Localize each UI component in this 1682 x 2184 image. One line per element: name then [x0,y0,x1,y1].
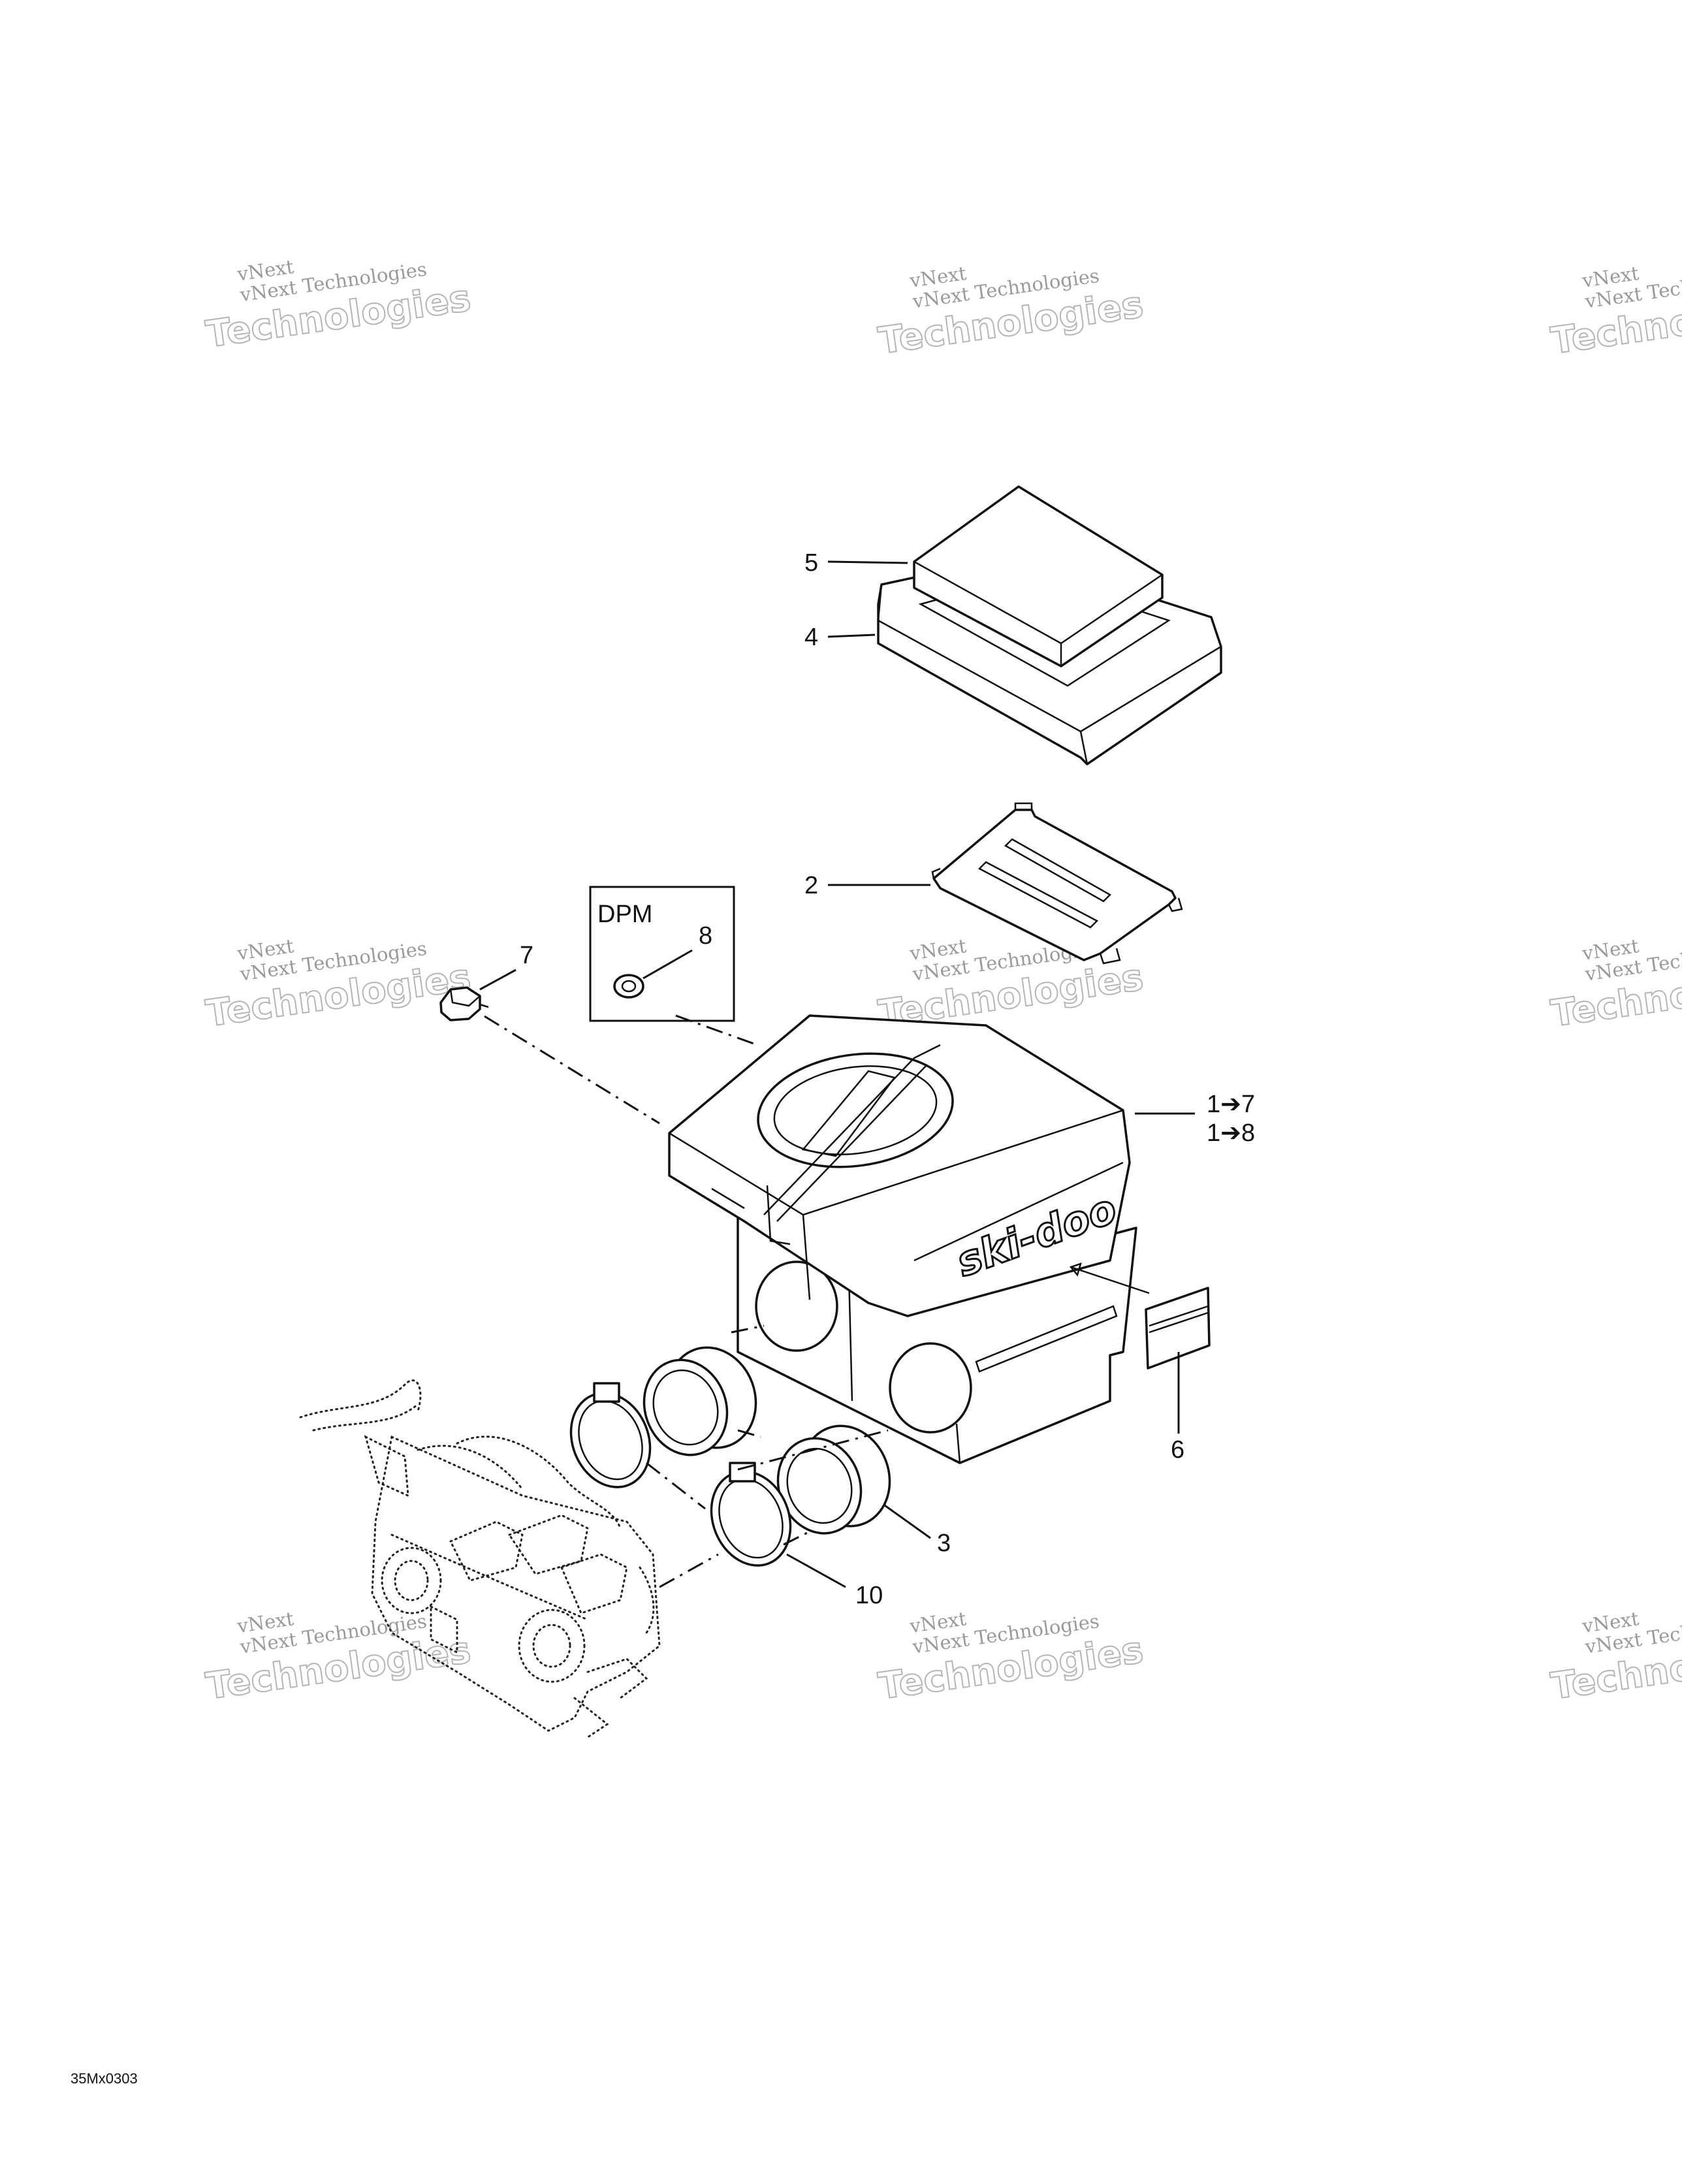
part-5-filter-pad [913,485,1164,667]
callout-labels: 5 4 2 7 8 1➔7 1➔8 6 3 10 [520,549,1255,1609]
leader-8 [643,949,693,980]
watermark-top-right: vNext vNext Technologies Technologies [1548,262,1682,363]
watermark-mid-left: vNext vNext Technologies Technologies [203,935,474,1036]
leader-3 [884,1504,931,1539]
part-10-clamp-upper [569,1382,652,1488]
callout-5: 5 [804,549,818,577]
part-7-nut [439,986,489,1021]
callout-8: 8 [699,922,712,950]
callout-6: 6 [1171,1436,1184,1464]
callout-4: 4 [804,624,818,651]
dpm-inset-box: DPM [589,886,735,1022]
carburetor-assembly-reference [299,1379,661,1739]
part-6-decal [1145,1287,1211,1370]
watermark-top-center: vNext vNext Technologies Technologies [876,262,1147,363]
callout-10: 10 [855,1582,883,1609]
watermark-top-left: vNext vNext Technologies Technologies [203,255,474,357]
leader-lines [479,560,1195,1588]
part-3-adaptor-lower [776,1424,891,1535]
leader-10 [786,1553,846,1588]
inset-label: DPM [597,901,652,928]
callout-1-to-8: 1➔8 [1207,1119,1255,1147]
callout-3: 3 [937,1530,951,1557]
part-8-grommet [613,974,644,999]
part-2-plate [931,802,1183,965]
watermark-mid-right: vNext vNext Technologies Technologies [1548,935,1682,1036]
part-3-adaptor-upper [643,1346,757,1456]
watermark-bottom-center: vNext vNext Technologies Technologies [876,1607,1147,1709]
callout-7: 7 [520,942,533,969]
callout-1-to-7: 1➔7 [1207,1091,1255,1118]
part-1-air-silencer: ski-doo [668,1014,1150,1464]
watermark-bottom-left: vNext vNext Technologies Technologies [203,1607,474,1709]
assembly-center-lines [484,1014,889,1588]
leader-7 [479,969,516,991]
leader-5 [827,560,908,564]
part-10-clamp-lower [710,1462,792,1567]
leader-4 [827,634,876,638]
callout-2: 2 [804,872,818,899]
drawing-code: 35Mx0303 [71,2070,138,2087]
watermark-bottom-right: vNext vNext Technologies Technologies [1548,1607,1682,1709]
